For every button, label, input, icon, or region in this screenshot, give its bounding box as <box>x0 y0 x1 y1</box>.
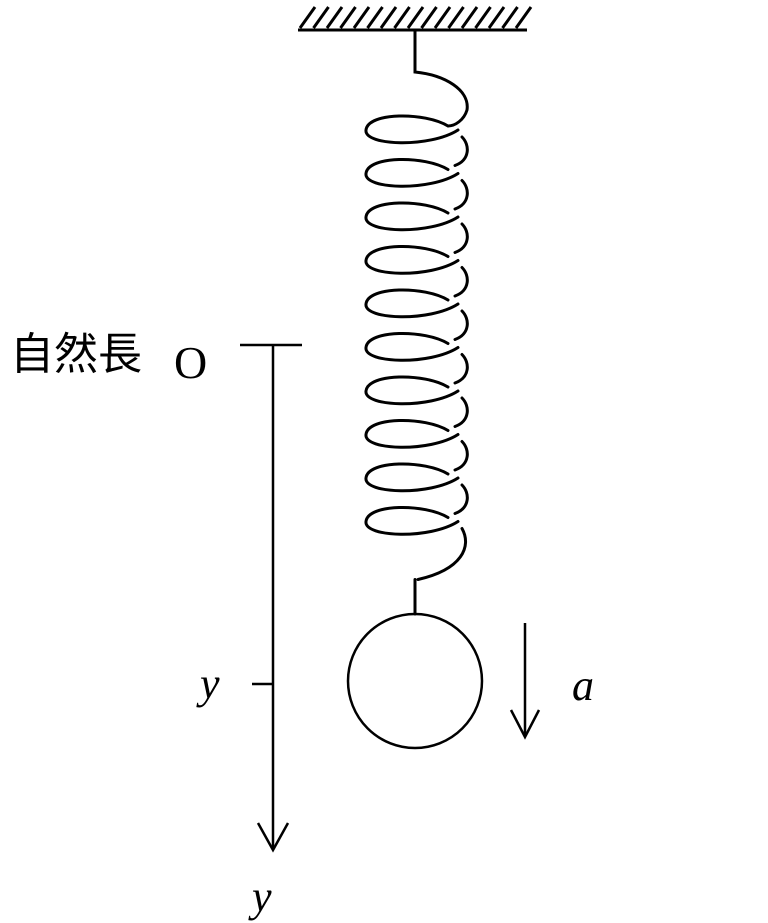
hatch-mark <box>406 6 425 29</box>
hatch-mark <box>393 6 411 29</box>
hatch-mark <box>433 6 452 29</box>
hatch-mark <box>474 6 492 29</box>
hatch-mark <box>460 6 479 29</box>
hatch-mark <box>312 6 330 29</box>
hatch-mark <box>487 6 506 29</box>
hatch-mark <box>514 6 533 29</box>
hatch-mark <box>339 6 357 29</box>
hatch-mark <box>352 6 371 29</box>
hatch-mark <box>501 6 519 29</box>
hatch-mark <box>379 6 398 29</box>
natural-length-label: 自然長 <box>10 329 142 380</box>
hatch-mark <box>298 6 317 29</box>
position-label: y <box>200 659 220 708</box>
axis-arrowhead <box>256 822 290 853</box>
acceleration-arrow <box>509 623 541 740</box>
acceleration-label: a <box>572 661 594 710</box>
mass-ball <box>346 612 484 750</box>
ceiling-hatching <box>298 6 533 29</box>
hatch-mark <box>420 6 438 29</box>
spring <box>364 28 469 616</box>
ceiling <box>298 6 533 32</box>
acceleration-arrowhead <box>509 709 541 740</box>
axis-label: y <box>252 872 272 921</box>
hatch-mark <box>366 6 384 29</box>
hatch-mark <box>447 6 465 29</box>
origin-label: O <box>174 337 208 388</box>
hatch-mark <box>325 6 344 29</box>
spring-coil <box>364 28 469 616</box>
y-axis <box>240 343 302 853</box>
